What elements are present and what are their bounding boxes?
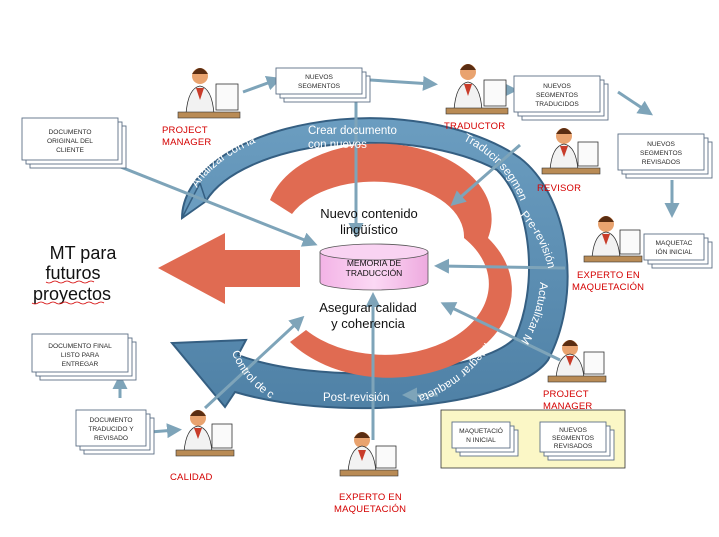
doc-nuevos-segmentos: NUEVOS SEGMENTOS bbox=[275, 67, 371, 103]
svg-text:SEGMENTOS: SEGMENTOS bbox=[298, 83, 341, 90]
doc-original: DOCUMENTO ORIGINAL DEL CLIENTE bbox=[21, 117, 127, 169]
svg-text:IÓN INICIAL: IÓN INICIAL bbox=[656, 247, 693, 256]
doc-traducidos: NUEVOS SEGMENTOS TRADUCIDOS bbox=[513, 75, 609, 121]
svg-text:DOCUMENTO FINAL: DOCUMENTO FINAL bbox=[48, 343, 112, 350]
feedback-arrow bbox=[158, 143, 512, 378]
person-icon-traductor bbox=[445, 64, 509, 115]
svg-text:MAQUETAC: MAQUETAC bbox=[656, 240, 693, 247]
center-bottom-line2: y coherencia bbox=[331, 316, 405, 331]
svg-text:REVISADOS: REVISADOS bbox=[642, 159, 681, 166]
svg-text:ENTREGAR: ENTREGAR bbox=[62, 361, 99, 368]
svg-text:NUEVOS: NUEVOS bbox=[305, 74, 333, 81]
svg-text:SEGMENTOS: SEGMENTOS bbox=[536, 92, 579, 99]
center-top-line1: Nuevo contenido bbox=[320, 206, 418, 221]
svg-text:TRADUCIDO Y: TRADUCIDO Y bbox=[88, 426, 134, 433]
doc-traducido-revisado: DOCUMENTO TRADUCIDO Y REVISADO bbox=[75, 409, 155, 455]
svg-text:SEGMENTOS: SEGMENTOS bbox=[552, 435, 595, 442]
doc-final: DOCUMENTO FINAL LISTO PARA ENTREGAR bbox=[31, 333, 137, 381]
role-maq-right-1: EXPERTO EN bbox=[577, 270, 640, 281]
role-pm-bottom-1: PROJECT bbox=[543, 389, 589, 400]
svg-text:REVISADO: REVISADO bbox=[94, 435, 128, 442]
svg-text:SEGMENTOS: SEGMENTOS bbox=[640, 150, 683, 157]
doc-revisados: NUEVOS SEGMENTOS REVISADOS bbox=[617, 133, 713, 179]
center-bottom-line1: Asegurar calidad bbox=[319, 300, 417, 315]
memory-line2: TRADUCCIÓN bbox=[346, 268, 403, 278]
svg-text:CLIENTE: CLIENTE bbox=[56, 147, 84, 154]
doc-maq-inicial: MAQUETAC IÓN INICIAL bbox=[643, 233, 713, 269]
role-maq-right-2: MAQUETACIÓN bbox=[572, 282, 644, 293]
center-top-line2: lingüístico bbox=[340, 222, 398, 237]
role-traductor: TRADUCTOR bbox=[444, 121, 505, 132]
process-ring bbox=[169, 117, 569, 410]
ring-label-postrevision: Post-revisión bbox=[323, 392, 389, 404]
doc-box-maq-inicial: MAQUETACIÓ N INICIAL bbox=[451, 421, 519, 457]
svg-text:N INICIAL: N INICIAL bbox=[466, 437, 496, 444]
svg-text:LISTO PARA: LISTO PARA bbox=[61, 352, 100, 359]
translation-memory-database: MEMORIA DE TRADUCCIÓN bbox=[319, 243, 429, 291]
svg-text:NUEVOS: NUEVOS bbox=[543, 83, 571, 90]
ring-label-crear-1: Crear documento bbox=[308, 125, 397, 137]
person-icon-revisor bbox=[541, 128, 601, 175]
role-pm-top-2: MANAGER bbox=[162, 137, 211, 148]
person-icon-maq-right bbox=[583, 216, 643, 263]
svg-text:NUEVOS: NUEVOS bbox=[647, 141, 675, 148]
svg-text:DOCUMENTO: DOCUMENTO bbox=[89, 417, 132, 424]
person-icon-calidad bbox=[175, 410, 235, 457]
svg-text:ORIGINAL DEL: ORIGINAL DEL bbox=[47, 138, 93, 145]
connectors bbox=[97, 75, 680, 440]
memory-line1: MEMORIA DE bbox=[347, 258, 402, 268]
svg-text:DOCUMENTO: DOCUMENTO bbox=[48, 129, 91, 136]
mt-future-projects: MT para futuros proyectos bbox=[31, 243, 118, 305]
person-icon-pm-bottom bbox=[547, 340, 607, 383]
role-revisor: REVISOR bbox=[537, 183, 581, 194]
role-pm-bottom-2: MANAGER bbox=[543, 401, 592, 412]
svg-text:MAQUETACIÓ: MAQUETACIÓ bbox=[459, 426, 503, 435]
role-maq-bottom-2: MAQUETACIÓN bbox=[334, 504, 406, 515]
ring-label-crear-2: con nuevos bbox=[308, 139, 367, 151]
person-icon-pm-top bbox=[177, 68, 241, 119]
svg-text:TRADUCIDOS: TRADUCIDOS bbox=[535, 101, 579, 108]
person-icon-maq-bottom bbox=[339, 432, 399, 477]
doc-box-revisados: NUEVOS SEGMENTOS REVISADOS bbox=[539, 421, 615, 461]
role-pm-top-1: PROJECT bbox=[162, 125, 208, 136]
mt-line2: futuros bbox=[45, 263, 100, 283]
role-calidad: CALIDAD bbox=[170, 472, 213, 483]
mt-line1: MT para bbox=[50, 243, 118, 263]
mt-line3: proyectos bbox=[33, 284, 111, 304]
svg-text:NUEVOS: NUEVOS bbox=[559, 427, 587, 434]
role-maq-bottom-1: EXPERTO EN bbox=[339, 492, 402, 503]
svg-text:REVISADOS: REVISADOS bbox=[554, 443, 593, 450]
